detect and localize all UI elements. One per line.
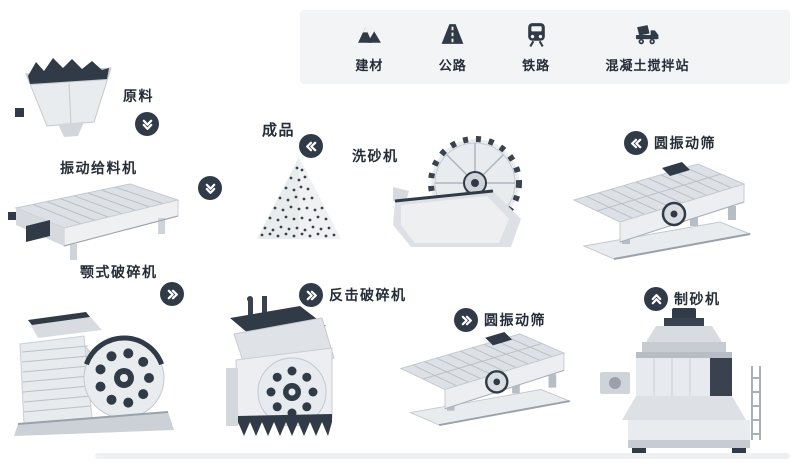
sand-pile-illustration — [257, 157, 341, 239]
label-vibrating-feeder: 振动给料机 — [60, 160, 138, 176]
legend-item-building-materials: 建材 — [355, 21, 383, 74]
flow-arrow-right-icon — [454, 308, 478, 332]
label-jaw-crusher: 颚式破碎机 — [80, 264, 158, 280]
sand-maker-illustration — [600, 308, 761, 456]
flow-arrow-right-icon — [299, 283, 323, 307]
ground-line — [95, 453, 790, 459]
circular-vibrating-screen-illustration — [399, 330, 571, 427]
label-sand-maker: 制砂机 — [674, 291, 721, 307]
legend-item-concrete-plant: 混凝土搅拌站 — [606, 21, 690, 74]
applications-legend: 建材 公路 铁路 — [300, 10, 790, 84]
label-impact-crusher: 反击破碎机 — [329, 287, 407, 303]
legend-item-highway: 公路 — [439, 21, 467, 74]
circular-vibrating-screen-illustration — [572, 160, 752, 261]
vibrating-feeder-illustration — [8, 183, 180, 260]
impact-crusher-illustration — [226, 296, 335, 436]
flow-arrow-up-icon — [644, 287, 668, 311]
railway-icon — [527, 22, 545, 47]
legend-item-railway: 铁路 — [522, 21, 550, 74]
flow-arrow-left-icon — [299, 134, 323, 158]
flow-arrow-left-icon — [624, 131, 648, 155]
legend-item-label: 铁路 — [522, 57, 551, 73]
highway-icon — [441, 23, 464, 44]
legend-item-label: 公路 — [438, 57, 467, 73]
flow-arrow-right-icon — [160, 282, 184, 306]
building-materials-icon — [357, 26, 381, 43]
legend-item-label: 混凝土搅拌站 — [605, 57, 690, 73]
flow-arrow-down-icon — [198, 176, 222, 200]
label-circular-screen-top: 圆振动筛 — [654, 135, 716, 151]
label-circular-screen-bottom: 圆振动筛 — [484, 312, 546, 328]
jaw-crusher-illustration — [14, 312, 174, 436]
legend-item-label: 建材 — [355, 57, 384, 73]
flow-arrow-down-icon — [135, 112, 159, 136]
raw-material-hopper-illustration — [15, 58, 112, 137]
label-raw-material: 原料 — [123, 88, 154, 104]
concrete-mixing-plant-icon — [636, 24, 659, 44]
label-sand-washer: 洗砂机 — [352, 148, 399, 164]
label-finished-product: 成品 — [262, 122, 296, 139]
sand-washer-illustration — [393, 136, 522, 247]
